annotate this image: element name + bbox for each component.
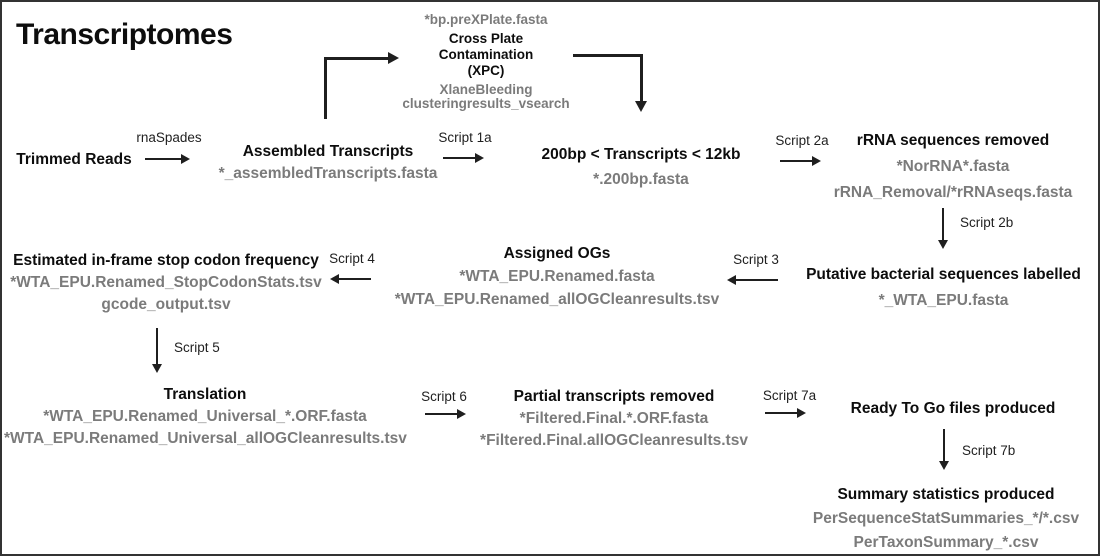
arrow-head-icon [152, 364, 162, 373]
node-file: *NorRNA*.fasta [896, 158, 1010, 175]
node-file: XlaneBleeding [439, 82, 533, 97]
node-file: *_WTA_EPU.fasta [878, 292, 1009, 309]
page-title: Transcriptomes [16, 18, 233, 51]
arrow-head-icon [388, 52, 399, 64]
arrow-shaft [765, 412, 797, 414]
arrow-head-icon [939, 461, 949, 470]
node-title: Putative bacterial sequences labelled [806, 266, 1081, 283]
node-title: Cross Plate [448, 31, 524, 46]
node-file: *WTA_EPU.Renamed_allOGCleanresults.tsv [394, 291, 720, 308]
node-title: Ready To Go files produced [850, 400, 1056, 417]
arrow-head-icon [181, 154, 190, 164]
arrow-shaft [145, 158, 181, 160]
arrow-label-script-5: Script 5 [174, 340, 220, 355]
node-assembled-transcripts: Assembled Transcripts *_assembledTranscr… [212, 141, 444, 185]
arrow-shaft [943, 429, 945, 461]
arrow-shaft [640, 54, 643, 102]
node-rrna-sequences-removed: rRNA sequences removed *NorRNA*.fasta rR… [825, 128, 1081, 206]
node-file: *_assembledTranscripts.fasta [218, 165, 438, 182]
node-file: PerSequenceStatSummaries_*/*.csv [812, 510, 1080, 527]
arrow-shaft [156, 328, 158, 364]
node-title: Estimated in-frame stop codon frequency [13, 252, 319, 269]
arrow-shaft [573, 54, 643, 57]
arrow-label-script-2b: Script 2b [960, 215, 1014, 230]
arrow-head-icon [475, 153, 484, 163]
arrow-shaft [425, 413, 457, 415]
arrow-shaft [324, 57, 327, 119]
node-title: (XPC) [467, 63, 505, 78]
node-file: gcode_output.tsv [101, 296, 231, 313]
node-file: clusteringresults_vsearch [402, 95, 570, 111]
node-assigned-ogs: Assigned OGs *WTA_EPU.Renamed.fasta *WTA… [392, 242, 722, 311]
node-file: PerTaxonSummary_*.csv [853, 534, 1039, 551]
node-file: *WTA_EPU.Renamed.fasta [459, 268, 655, 285]
arrow-head-icon [457, 409, 466, 419]
node-ready-to-go: Ready To Go files produced [847, 398, 1059, 420]
node-translation: Translation *WTA_EPU.Renamed_Universal_*… [4, 384, 407, 450]
node-partial-transcripts-removed: Partial transcripts removed *Filtered.Fi… [463, 386, 765, 452]
node-cross-plate-contamination: *bp.preXPlate.fasta Cross Plate Contamin… [376, 12, 596, 110]
node-stop-codon-frequency: Estimated in-frame stop codon frequency … [5, 250, 327, 316]
arrow-label-script-2a: Script 2a [775, 133, 829, 148]
arrow-label-script-7a: Script 7a [762, 388, 817, 403]
arrow-shaft [942, 208, 944, 240]
node-title: 200bp < Transcripts < 12kb [541, 146, 741, 163]
node-title: Partial transcripts removed [513, 388, 715, 405]
node-size-filtered-transcripts: 200bp < Transcripts < 12kb *.200bp.fasta [526, 142, 756, 192]
node-trimmed-reads: Trimmed Reads [12, 149, 136, 171]
arrow-shaft [736, 279, 778, 281]
node-file: *bp.preXPlate.fasta [424, 12, 548, 27]
node-title: Assembled Transcripts [242, 143, 414, 160]
arrow-head-icon [797, 408, 806, 418]
node-file: *Filtered.Final.allOGCleanresults.tsv [480, 432, 748, 449]
node-title: Summary statistics produced [837, 486, 1055, 503]
node-file: *WTA_EPU.Renamed_Universal_allOGCleanres… [4, 430, 407, 447]
node-file: *Filtered.Final.*.ORF.fasta [519, 410, 709, 427]
arrow-label-script-1a: Script 1a [438, 130, 492, 145]
arrow-shaft [339, 278, 371, 280]
arrow-shaft [443, 157, 475, 159]
arrow-head-icon [938, 240, 948, 249]
arrow-head-icon [812, 156, 821, 166]
arrow-label-script-7b: Script 7b [962, 443, 1016, 458]
arrow-label-script-6: Script 6 [421, 389, 467, 404]
arrow-label-script-3: Script 3 [733, 252, 779, 267]
arrow-label-rnaspades: rnaSpades [136, 130, 202, 145]
arrow-shaft [324, 57, 388, 60]
node-file: rRNA_Removal/*rRNAseqs.fasta [833, 184, 1073, 201]
arrow-label-script-4: Script 4 [329, 251, 375, 266]
arrow-head-icon [727, 275, 736, 285]
node-file: *WTA_EPU.Renamed_StopCodonStats.tsv [10, 274, 322, 291]
node-title: rRNA sequences removed [856, 132, 1050, 149]
node-title: Assigned OGs [503, 245, 611, 262]
node-summary-statistics: Summary statistics produced PerSequenceS… [801, 483, 1091, 554]
node-title: Contamination [438, 47, 534, 62]
arrow-head-icon [635, 101, 647, 112]
node-title: Translation [163, 386, 247, 403]
node-file: *.200bp.fasta [593, 171, 689, 188]
node-putative-bacterial-labelled: Putative bacterial sequences labelled *_… [792, 262, 1095, 314]
node-file: *WTA_EPU.Renamed_Universal_*.ORF.fasta [43, 408, 367, 425]
node-title: Trimmed Reads [16, 151, 132, 168]
arrow-head-icon [330, 274, 339, 284]
arrow-shaft [780, 160, 812, 162]
